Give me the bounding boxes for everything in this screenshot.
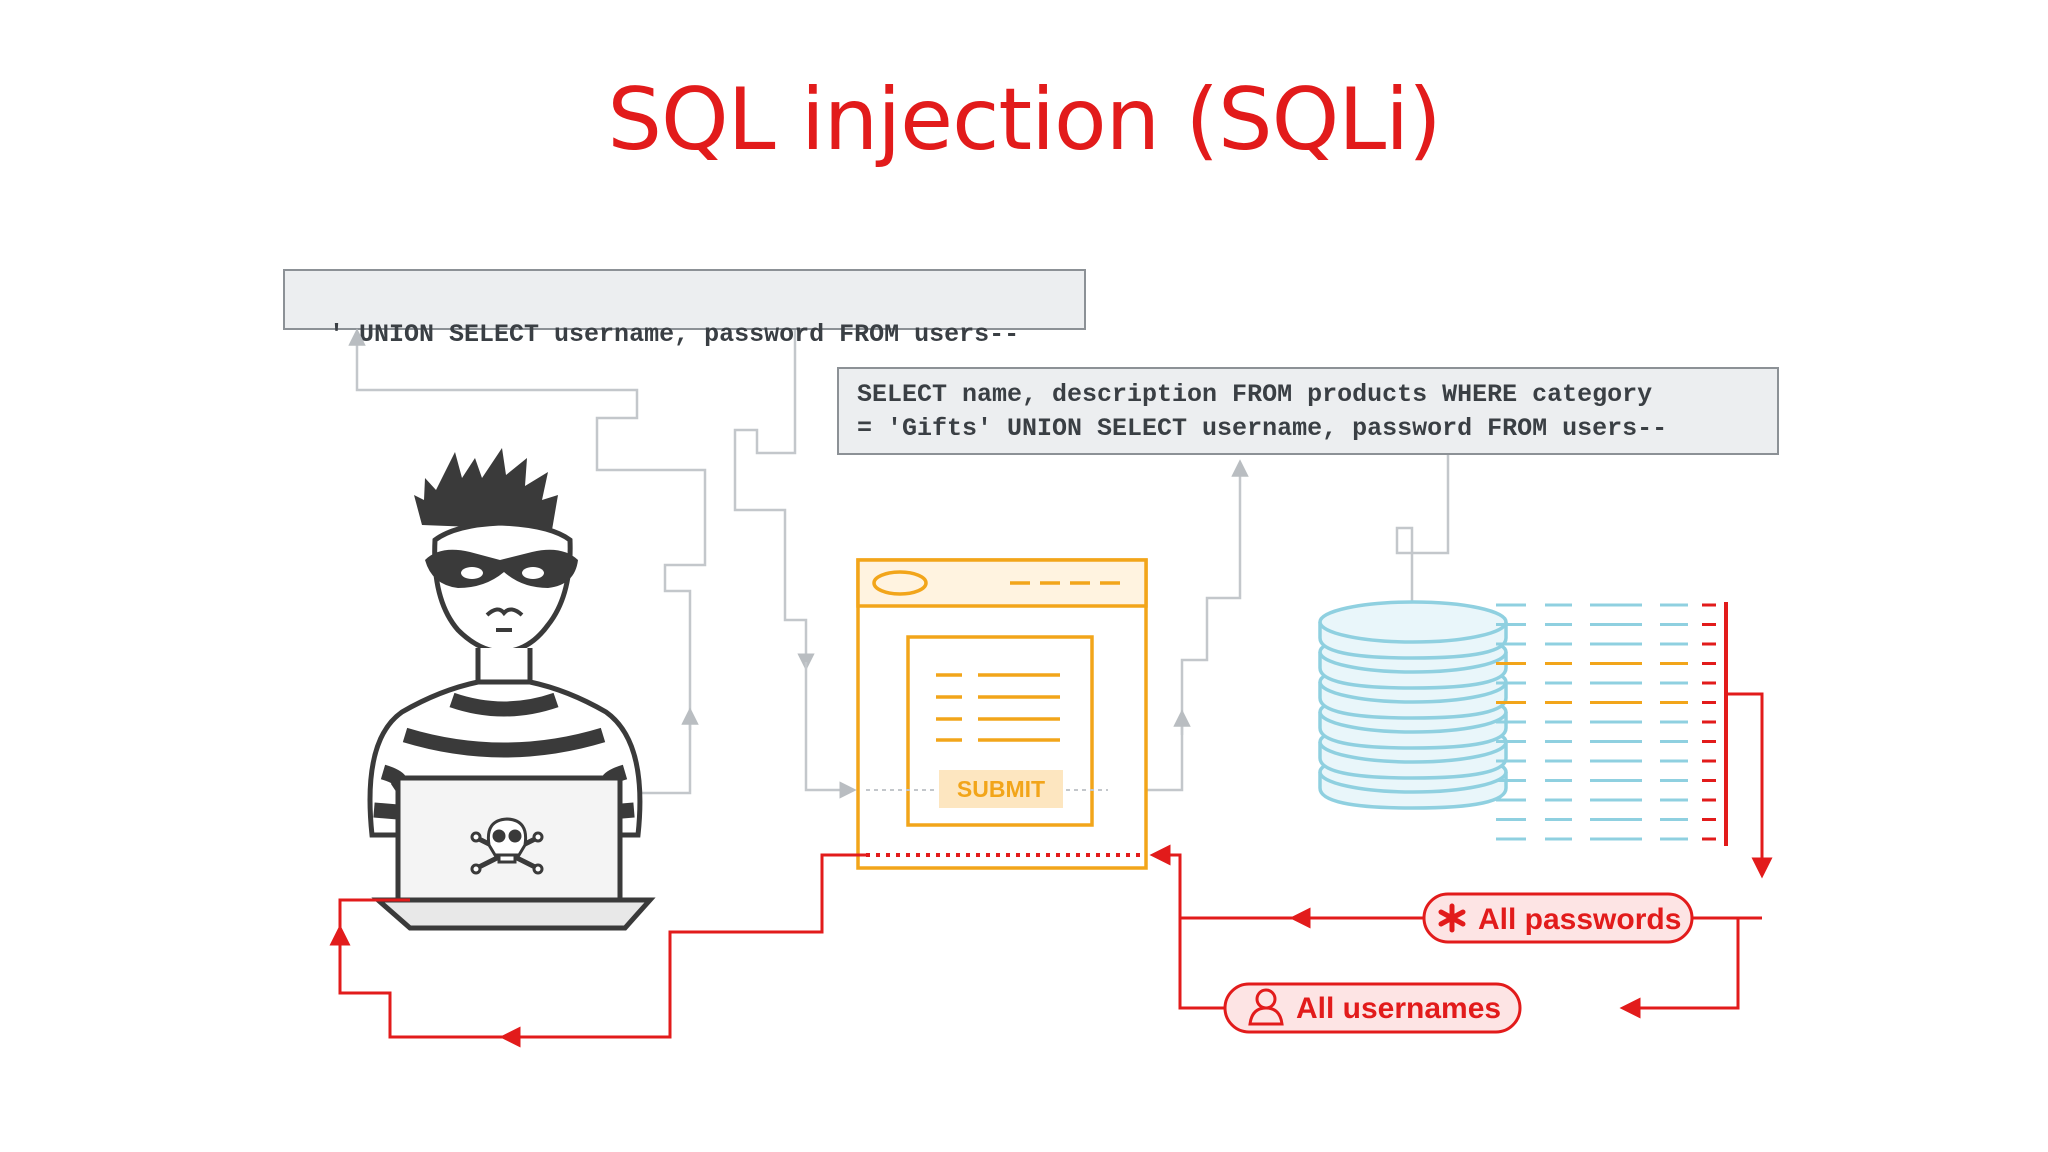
usernames-to-form-line bbox=[1178, 918, 1225, 1010]
hacker-left-eye bbox=[461, 567, 483, 579]
payload-text: ' UNION SELECT username, password FROM u… bbox=[329, 320, 1020, 349]
user-icon bbox=[1248, 988, 1284, 1026]
all-passwords-label: All passwords bbox=[1478, 903, 1681, 936]
connector-into-form-field bbox=[804, 662, 857, 799]
red-result-flow bbox=[329, 692, 1773, 1048]
hacker-right-eye bbox=[522, 567, 544, 579]
asterisk-icon bbox=[1438, 903, 1466, 933]
form-text-lines bbox=[936, 673, 1060, 742]
resulting-query-box: SELECT name, description FROM products W… bbox=[837, 367, 1779, 455]
hacker-figure bbox=[367, 448, 656, 931]
all-usernames-pill: All usernames bbox=[1223, 982, 1522, 1034]
connector-form-to-query bbox=[1110, 459, 1249, 792]
query-line-1: SELECT name, description FROM products W… bbox=[857, 380, 1653, 409]
connector-laptop-to-payload bbox=[348, 328, 707, 795]
database-table-rows bbox=[1496, 602, 1728, 846]
hacker-hair bbox=[414, 448, 558, 530]
injected-payload-box: ' UNION SELECT username, password FROM u… bbox=[283, 269, 1086, 349]
results-to-form-line bbox=[1149, 844, 1300, 920]
web-form-window: SUBMIT bbox=[856, 558, 1148, 870]
connector-payload-to-form bbox=[733, 330, 815, 671]
hacker-mustache bbox=[485, 607, 524, 617]
all-passwords-pill: All passwords bbox=[1422, 892, 1694, 944]
submit-label: SUBMIT bbox=[957, 776, 1045, 802]
laptop-base bbox=[371, 897, 656, 931]
hacker-neck bbox=[475, 648, 533, 685]
hacker-mask bbox=[425, 549, 578, 588]
hacker-return-to-laptop bbox=[338, 898, 410, 935]
gray-connectors bbox=[348, 328, 1450, 799]
connector-query-to-db bbox=[1395, 455, 1450, 634]
diagram-title: SQL injection (SQLi) bbox=[607, 70, 1441, 170]
titlebar-circle bbox=[872, 570, 928, 596]
form-to-hacker-line bbox=[499, 853, 866, 1048]
all-usernames-label: All usernames bbox=[1296, 992, 1501, 1025]
table-to-results-line bbox=[1728, 692, 1773, 879]
usernames-line-right bbox=[1619, 918, 1740, 1019]
hacker-return-line bbox=[329, 924, 510, 1039]
submit-button bbox=[939, 770, 1063, 808]
skull-crossbones-icon bbox=[470, 817, 544, 875]
form-titlebar bbox=[856, 558, 1148, 608]
database-icon bbox=[1318, 600, 1508, 810]
query-line-2: = 'Gifts' UNION SELECT username, passwor… bbox=[857, 414, 1668, 443]
